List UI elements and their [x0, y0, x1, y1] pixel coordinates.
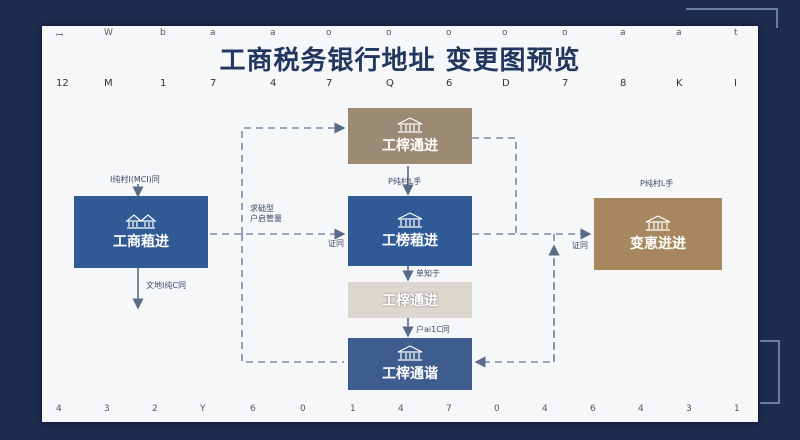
- ruler-mark: 7: [210, 78, 217, 89]
- label-center-in: 证同: [328, 239, 344, 248]
- ruler-mark: 7: [562, 78, 569, 89]
- node-right-label: 变恵进进: [630, 236, 686, 252]
- label-below-light: 户ai1C同: [416, 325, 450, 334]
- ruler-mark: 6: [590, 404, 596, 414]
- bank-icon: [645, 215, 671, 231]
- ruler-mark: a: [210, 28, 216, 38]
- ruler-mark: D: [502, 78, 510, 89]
- node-right[interactable]: 变恵进进: [594, 198, 722, 270]
- label-left-above: I纯村I(MCI)同: [110, 175, 160, 184]
- ruler-mark: o: [386, 28, 392, 38]
- ruler-mark: 2: [152, 404, 158, 414]
- ruler-mark: o: [502, 28, 508, 38]
- ruler-mark: 4: [638, 404, 644, 414]
- node-center-label: 工榜蒩进: [382, 233, 438, 249]
- ruler-mark: I: [734, 78, 737, 89]
- connector-lines: [132, 122, 592, 368]
- ruler-mark: 7: [446, 404, 452, 414]
- ruler-mark: 12: [56, 78, 69, 89]
- ruler-mark: 4: [56, 404, 62, 414]
- edge-top-right: [472, 137, 517, 234]
- label-right-above: P纯村L手: [640, 179, 674, 188]
- edge-right-loop: [474, 234, 555, 368]
- ruler-mark: 6: [250, 404, 256, 414]
- node-top[interactable]: 工榟通进: [348, 108, 472, 164]
- label-below-center: 单知于: [416, 269, 440, 278]
- ruler-mark: ꟷ: [56, 31, 64, 41]
- node-left-label: 工商蒩进: [113, 234, 169, 250]
- ruler-mark: b: [160, 28, 166, 38]
- bank-icon: [397, 212, 423, 228]
- ruler-top: ꟷ W b a a o o o o o a a t: [42, 28, 758, 41]
- ruler-mark: o: [446, 28, 452, 38]
- ruler-mark: a: [620, 28, 626, 38]
- label-top-center: P纯村L手: [388, 177, 422, 186]
- ruler-mark: 4: [542, 404, 548, 414]
- node-left[interactable]: 工商蒩进: [74, 196, 208, 268]
- ruler-mark: 0: [300, 404, 306, 414]
- ruler-mark: K: [676, 78, 683, 89]
- node-middle-light[interactable]: 工榟通进: [348, 282, 472, 318]
- ruler-mark: t: [734, 28, 738, 38]
- node-center[interactable]: 工榜蒩进: [348, 196, 472, 266]
- ruler-mark: 1: [160, 78, 167, 89]
- label-left-below: 文地I纯C同: [146, 281, 186, 290]
- ruler-bottom: 4 3 2 Y 6 0 1 4 7 0 4 6 4 3 1: [42, 404, 758, 414]
- ruler-mark: 1: [350, 404, 356, 414]
- label-right-in: 证同: [572, 241, 588, 250]
- label-mid-left: 求础型 户启管量: [250, 204, 282, 223]
- ruler-mark: 1: [734, 404, 740, 414]
- diagram-title: 工商税务银行地址 变更图预览: [219, 46, 581, 76]
- corner-bracket-bottom-right: [760, 340, 780, 404]
- ruler-mark: 7: [326, 78, 333, 89]
- node-bottom-label: 工榟通谐: [382, 366, 438, 382]
- ruler-mark: M: [104, 78, 113, 89]
- ruler-top-secondary: 12 M 1 7 4 7 Q 6 D 7 8 K I: [42, 78, 758, 90]
- bank-icon: [397, 345, 423, 361]
- node-top-label: 工榟通进: [382, 138, 438, 154]
- ruler-mark: o: [326, 28, 332, 38]
- ruler-mark: a: [676, 28, 682, 38]
- ruler-mark: 3: [104, 404, 110, 414]
- ruler-mark: 4: [398, 404, 404, 414]
- ruler-mark: Q: [386, 78, 394, 89]
- ruler-mark: 8: [620, 78, 627, 89]
- ruler-mark: W: [104, 28, 113, 38]
- edge-split-down: [241, 234, 344, 363]
- node-middle-light-label: 工榟通进: [382, 293, 438, 309]
- ruler-mark: Y: [200, 404, 206, 414]
- bank-icon: [125, 214, 157, 229]
- bank-icon: [397, 117, 423, 133]
- node-bottom[interactable]: 工榟通谐: [348, 338, 472, 390]
- ruler-mark: o: [562, 28, 568, 38]
- ruler-mark: 4: [270, 78, 277, 89]
- diagram-panel: 工商税务银行地址 变更图预览 ꟷ W b a a o o o o o a a t…: [42, 26, 758, 422]
- ruler-mark: 0: [494, 404, 500, 414]
- edge-split-up: [241, 122, 346, 234]
- ruler-mark: 6: [446, 78, 453, 89]
- corner-bracket-top-right: [686, 8, 778, 28]
- ruler-mark: 3: [686, 404, 692, 414]
- ruler-mark: a: [270, 28, 276, 38]
